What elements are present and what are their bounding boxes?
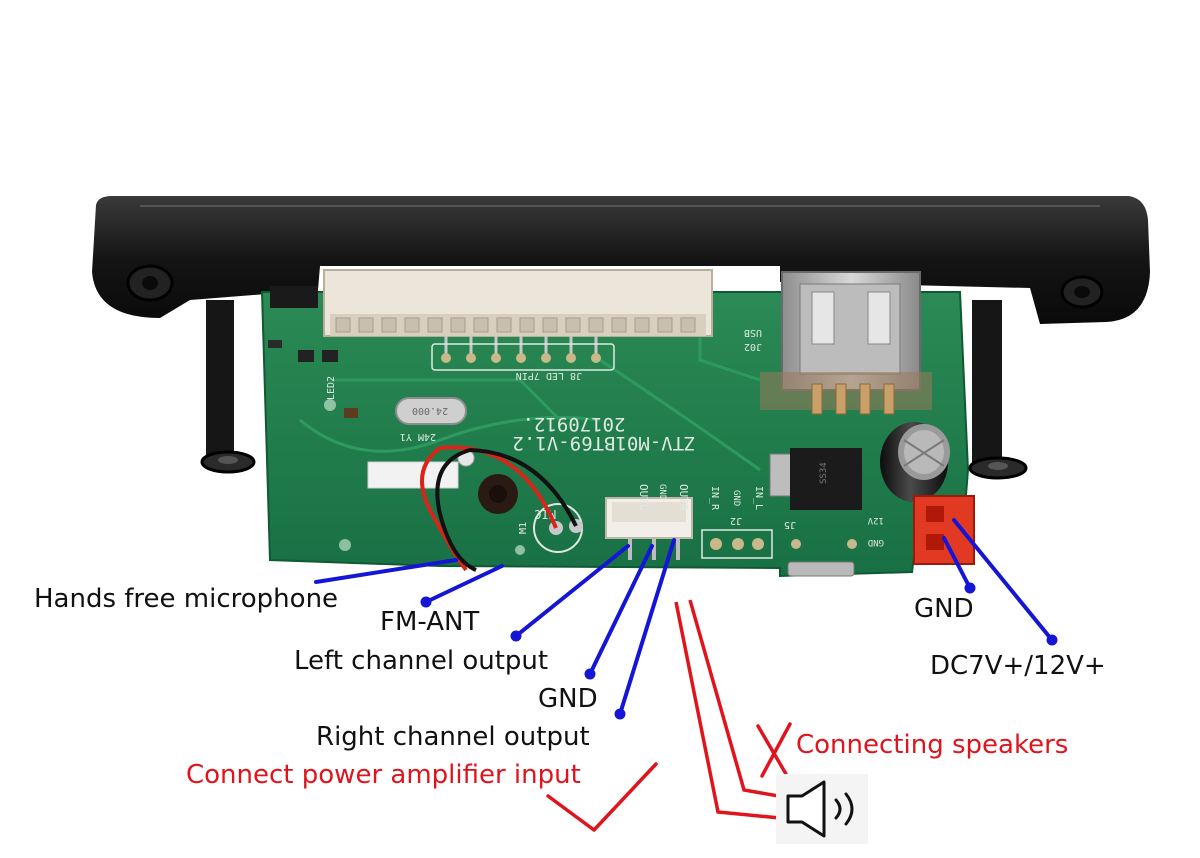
- ribbon-slot: [404, 317, 420, 333]
- usb-pin: [811, 383, 823, 415]
- header-pad: [541, 353, 551, 363]
- in-l-label: IN_L: [753, 486, 764, 510]
- v12-label: 12V: [867, 515, 884, 525]
- speaker-icon: [776, 774, 868, 844]
- input-pins-j2: IN_R GND IN_L J2: [701, 486, 773, 559]
- label-left-channel-output: Left channel output: [294, 646, 549, 676]
- crystal-label: 24M Y1: [400, 431, 436, 442]
- mounting-post-right: [968, 300, 1028, 480]
- label-connect-power-amplifier-input: Connect power amplifier input: [186, 760, 581, 790]
- label-gnd-audio: GND: [538, 684, 598, 714]
- header-pad: [516, 353, 526, 363]
- pointer-dc-power: [1046, 634, 1058, 646]
- j2-label: J2: [730, 515, 742, 526]
- ribbon-slot: [358, 317, 374, 333]
- header-pad: [441, 353, 451, 363]
- label-dc-power: DC7V+/12V+: [930, 651, 1106, 681]
- ribbon-slot: [496, 317, 512, 333]
- label-right-channel-output: Right channel output: [316, 722, 590, 752]
- voltage-regulator: SS34: [769, 448, 862, 510]
- ribbon-slot: [611, 317, 627, 333]
- usb-pin: [859, 383, 871, 415]
- gnd-out-label: GND: [657, 484, 667, 500]
- header-pad: [466, 353, 476, 363]
- pointer-left-channel: [510, 630, 522, 642]
- outr-label: OUTR: [677, 484, 690, 511]
- microphone: MIC M1: [367, 445, 583, 572]
- m1-label: M1: [518, 522, 529, 534]
- cross-mark-icon: [756, 722, 792, 778]
- regulator-label: SS34: [819, 462, 829, 484]
- gnd-pwr-label: GND: [868, 537, 884, 547]
- audio-output-connector: OUTL GND OUTR: [605, 484, 693, 560]
- mounting-post-left: [200, 300, 256, 474]
- capacitor: [880, 422, 950, 502]
- speaker-wires: [674, 599, 791, 820]
- in-r-label: IN_R: [709, 486, 720, 511]
- crystal-oscillator: 24.000 24M Y1: [395, 397, 467, 442]
- ribbon-slot: [473, 317, 489, 333]
- ribbon-slot: [565, 317, 581, 333]
- header-pad: [591, 353, 601, 363]
- usb-label: USB: [744, 327, 762, 338]
- smd-components: LED2: [268, 286, 358, 418]
- board-id: ZTV-M01BT69-V1.2: [512, 432, 695, 454]
- in-gnd-label: GND: [731, 490, 741, 506]
- usb-pin: [835, 383, 847, 415]
- led2-label: LED2: [326, 376, 337, 400]
- header-pad: [491, 353, 501, 363]
- pointer-microphone: [314, 558, 458, 584]
- micro-usb-port: J5: [784, 519, 857, 577]
- header-pad: [566, 353, 576, 363]
- ribbon-slot: [335, 317, 351, 333]
- ribbon-slot: [588, 317, 604, 333]
- label-hands-free-microphone: Hands free microphone: [34, 584, 339, 614]
- label-fm-ant: FM-ANT: [380, 607, 480, 637]
- ribbon-slot: [450, 317, 466, 333]
- j5-label: J5: [784, 519, 796, 530]
- usb-pin: [883, 383, 895, 415]
- label-gnd-power: GND: [914, 594, 974, 624]
- label-connecting-speakers: Connecting speakers: [796, 730, 1069, 760]
- ribbon-slot: [519, 317, 535, 333]
- pointer-lines: [314, 518, 1058, 720]
- usb-port: USB J02: [744, 271, 932, 415]
- led-header-label: J8 LED 7PIN: [516, 370, 582, 381]
- j02-label: J02: [744, 341, 762, 352]
- date-code: 20170912.: [523, 413, 626, 435]
- front-panel-frame: [92, 196, 1150, 324]
- outl-label: OUTL: [637, 484, 650, 511]
- ribbon-slot: [542, 317, 558, 333]
- ribbon-slot: [381, 317, 397, 333]
- pointer-gnd-power: [964, 582, 976, 594]
- check-mark-icon: [546, 762, 658, 832]
- ribbon-connector: J8 LED 7PIN: [323, 269, 713, 381]
- pointer-right-channel: [614, 708, 626, 720]
- ribbon-slot: [427, 317, 443, 333]
- pointer-fm-ant: [420, 596, 432, 608]
- ribbon-slot: [657, 317, 673, 333]
- ribbon-slot: [634, 317, 650, 333]
- pointer-gnd-audio: [584, 668, 596, 680]
- crystal-can-label: 24.000: [412, 405, 448, 416]
- ribbon-slot: [680, 317, 696, 333]
